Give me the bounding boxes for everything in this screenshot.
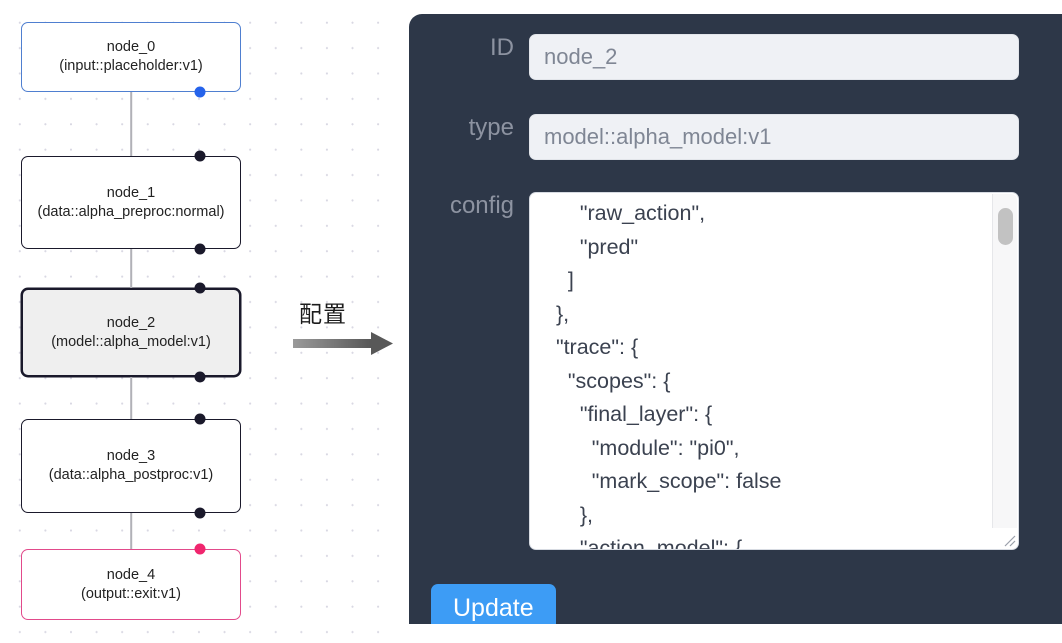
node-type-text: (data::alpha_preproc:normal)	[37, 203, 225, 220]
node_1-source-handle[interactable]	[194, 243, 206, 255]
node-type-text: (data::alpha_postproc:v1)	[48, 467, 214, 483]
node-id-text: node_2	[106, 314, 156, 331]
node_1-target-handle[interactable]	[194, 150, 206, 162]
node-type-text: (output::exit:v1)	[81, 585, 181, 602]
id-field-label: ID	[490, 34, 514, 61]
flow-node-node_2[interactable]: node_2 (model::alpha_model:v1)	[21, 288, 241, 377]
node_3-target-handle[interactable]	[194, 413, 206, 425]
transition-annotation: 配置	[285, 295, 395, 365]
config-scrollbar[interactable]	[992, 194, 1017, 528]
node_2-source-handle[interactable]	[194, 371, 206, 383]
config-textarea-wrapper: "raw_action", "pred" ] }, "trace": { "sc…	[529, 192, 1019, 550]
node-type-text: (input::placeholder:v1)	[59, 58, 203, 74]
field-row-id: ID	[409, 34, 1062, 80]
config-scrollbar-thumb[interactable]	[998, 208, 1013, 245]
node_2-target-handle[interactable]	[194, 282, 206, 294]
node-label: node_0 (input::placeholder:v1)	[59, 38, 202, 76]
update-button[interactable]: Update	[431, 584, 556, 624]
flow-node-node_1[interactable]: node_1 (data::alpha_preproc:normal)	[21, 156, 241, 249]
node_4-target-handle[interactable]	[194, 543, 206, 555]
flow-node-node_3[interactable]: node_3 (data::alpha_postproc:v1)	[21, 419, 241, 513]
config-textarea[interactable]: "raw_action", "pred" ] }, "trace": { "sc…	[529, 192, 1019, 550]
node-id-text: node_0	[106, 39, 156, 55]
node-label: node_3 (data::alpha_postproc:v1)	[49, 447, 213, 485]
edge-node2-node3	[130, 377, 132, 419]
transition-label: 配置	[299, 302, 347, 328]
edge-node0-node1	[130, 92, 132, 156]
edge-node3-node4	[130, 513, 132, 549]
node-label: node_4 (output::exit:v1)	[81, 566, 181, 604]
config-field-label: config	[449, 192, 514, 219]
type-field-label: type	[468, 114, 514, 141]
flow-node-node_0[interactable]: node_0 (input::placeholder:v1)	[21, 22, 241, 92]
resize-grip-icon[interactable]	[1002, 533, 1016, 547]
node-config-panel: ID type config "raw_action", "pred" ] },…	[409, 14, 1062, 624]
type-input[interactable]	[529, 114, 1019, 160]
node_3-source-handle[interactable]	[194, 507, 206, 519]
field-row-type: type	[409, 114, 1062, 160]
node-type-text: (model::alpha_model:v1)	[51, 333, 211, 350]
flow-node-node_4[interactable]: node_4 (output::exit:v1)	[21, 549, 241, 620]
node-label: node_2 (model::alpha_model:v1)	[51, 314, 211, 352]
id-input[interactable]	[529, 34, 1019, 80]
arrow-right-icon	[293, 331, 395, 357]
node_0-source-handle[interactable]	[194, 86, 206, 98]
node-id-text: node_3	[106, 448, 156, 464]
field-row-config: config "raw_action", "pred" ] }, "trace"…	[409, 192, 1062, 550]
edge-node1-node2	[130, 249, 132, 288]
flow-canvas[interactable]: node_0 (input::placeholder:v1) node_1 (d…	[0, 0, 400, 643]
node-label: node_1 (data::alpha_preproc:normal)	[38, 184, 225, 222]
node-id-text: node_4	[106, 566, 156, 583]
node-id-text: node_1	[106, 184, 156, 201]
